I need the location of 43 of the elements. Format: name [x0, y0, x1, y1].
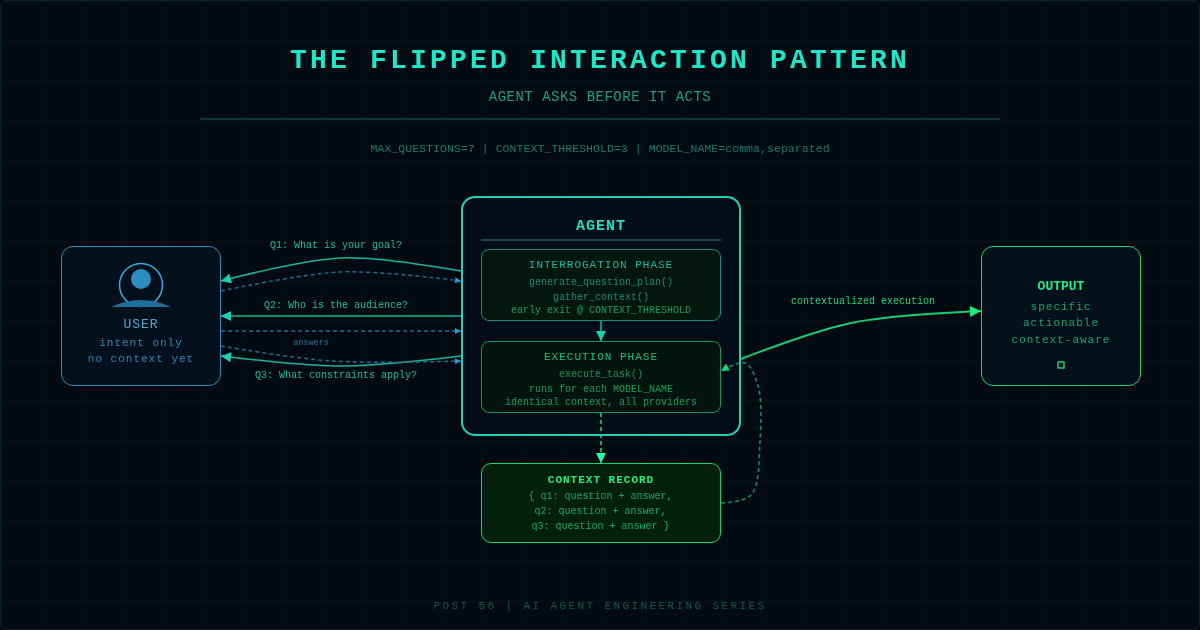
dashed-arrow	[220, 345, 462, 365]
output-box	[981, 246, 1141, 386]
node-title: AGENT	[576, 218, 626, 236]
arrow	[596, 320, 606, 342]
edge-label: answers	[291, 337, 331, 349]
node-text: { q1: question + answer, q2: question + answer, q3: question + answer }	[527, 489, 674, 534]
dashed-arrow	[220, 328, 462, 334]
edge-label: Q1: What is your goal?	[268, 240, 404, 252]
node-text: generate_question_plan()	[529, 276, 673, 289]
dashed-arrow	[220, 271, 462, 292]
record-box	[481, 463, 721, 543]
edge-label: contextualized execution	[789, 296, 937, 308]
diagram-title: THE FLIPPED INTERACTION PATTERN	[289, 44, 911, 78]
node-title: USER	[123, 316, 159, 333]
actor-box	[61, 246, 221, 386]
node-text: identical context, all providers	[505, 396, 697, 409]
node-title: CONTEXT RECORD	[547, 473, 655, 488]
node-text: early exit @ CONTEXT_THRESHOLD	[511, 304, 691, 317]
node-text: execute_task()	[559, 368, 643, 381]
arrow	[740, 305, 982, 360]
dashed-arrow	[596, 412, 606, 464]
config-text: MAX_QUESTIONS=7 | CONTEXT_THRESHOLD=3 | MODEL_NAME=comma,separated	[370, 142, 830, 156]
node-text: gather_context()	[553, 291, 649, 304]
node-text: no context yet	[87, 352, 195, 367]
phase-box	[481, 249, 721, 321]
subtitle: AGENT ASKS BEFORE IT ACTS	[488, 88, 712, 106]
edge-label: Q2: Who is the audience?	[262, 300, 410, 312]
node-text: context-aware	[1011, 333, 1111, 348]
phase-box	[481, 341, 721, 413]
node-text: intent only	[99, 336, 183, 351]
edge-label: Q3: What constraints apply?	[253, 370, 419, 382]
node-text: runs for each MODEL_NAME	[529, 383, 673, 396]
node-text: specific	[1030, 300, 1092, 315]
dashed-arrow	[720, 361, 762, 504]
agent-panel	[461, 196, 741, 436]
node-title: EXECUTION PHASE	[544, 350, 658, 365]
arrow	[220, 257, 462, 284]
node-title: OUTPUT	[1037, 278, 1085, 295]
node-text: actionable	[1023, 316, 1099, 331]
arrow	[220, 311, 462, 321]
footer-text: POST 56 | AI AGENT ENGINEERING SERIES	[433, 600, 767, 614]
arrow	[220, 352, 462, 367]
node-title: INTERROGATION PHASE	[528, 258, 674, 273]
